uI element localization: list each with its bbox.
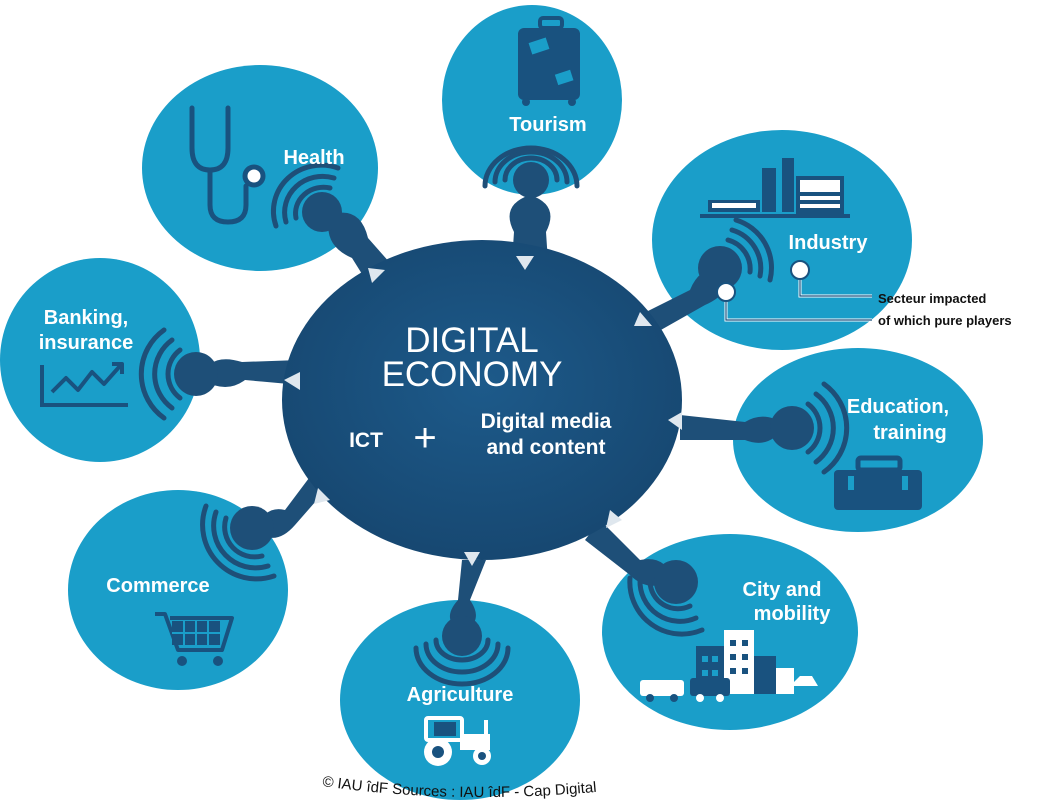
health-label: Health — [283, 147, 344, 169]
ict-label: ICT — [349, 429, 383, 452]
briefcase-icon — [834, 455, 922, 510]
arrow-commerce — [314, 488, 330, 504]
legend-line2: of which pure players — [878, 313, 1012, 328]
connector-commerce — [255, 470, 330, 538]
shopping-cart-icon — [155, 612, 234, 666]
connector-agriculture — [449, 560, 486, 632]
education-label-line2: training — [873, 422, 946, 444]
rising-chart-icon — [40, 362, 128, 407]
arrow-industry — [634, 312, 652, 326]
city-label-line2: mobility — [754, 603, 832, 625]
arrow-tourism — [516, 256, 534, 270]
banking-bubble — [0, 258, 200, 462]
hub-title-line2: ECONOMY — [382, 355, 563, 394]
commerce-label: Commerce — [106, 575, 209, 597]
connector-city — [585, 520, 672, 586]
legend-callout — [716, 260, 872, 322]
arrow-agriculture — [464, 552, 480, 566]
arrow-city — [606, 510, 622, 528]
digital-media-line1: Digital media — [481, 410, 612, 433]
digital-economy-hub — [282, 240, 682, 560]
agriculture-bubble — [340, 600, 580, 800]
node-swirls — [138, 145, 850, 687]
connector-banking — [200, 359, 300, 388]
arrow-health — [368, 268, 385, 283]
banking-label-line2: insurance — [39, 332, 133, 354]
arrow-education — [668, 412, 682, 430]
city-label-line1: City and — [743, 579, 822, 601]
industry-label: Industry — [789, 232, 869, 254]
tractor-icon — [424, 716, 491, 766]
city-buildings-icon — [640, 630, 818, 702]
plus-sign: + — [413, 416, 436, 460]
factory-icon — [700, 158, 850, 218]
hub-title-line1: DIGITAL — [405, 321, 539, 360]
agriculture-label: Agriculture — [407, 684, 514, 706]
commerce-bubble — [68, 490, 288, 690]
arrow-banking — [284, 372, 300, 390]
pure-player-marker — [716, 282, 736, 302]
connector-education — [680, 415, 785, 443]
digital-media-line2: and content — [487, 436, 606, 459]
banking-label-line1: Banking, — [44, 307, 128, 329]
education-label-line1: Education, — [847, 396, 949, 418]
legend-line1: Secteur impacted — [878, 291, 986, 306]
suitcase-icon — [518, 16, 580, 106]
hub-arrows — [284, 256, 682, 566]
impacted-sector-marker — [790, 260, 810, 280]
stethoscope-icon — [189, 105, 266, 225]
tourism-label: Tourism — [509, 114, 586, 136]
